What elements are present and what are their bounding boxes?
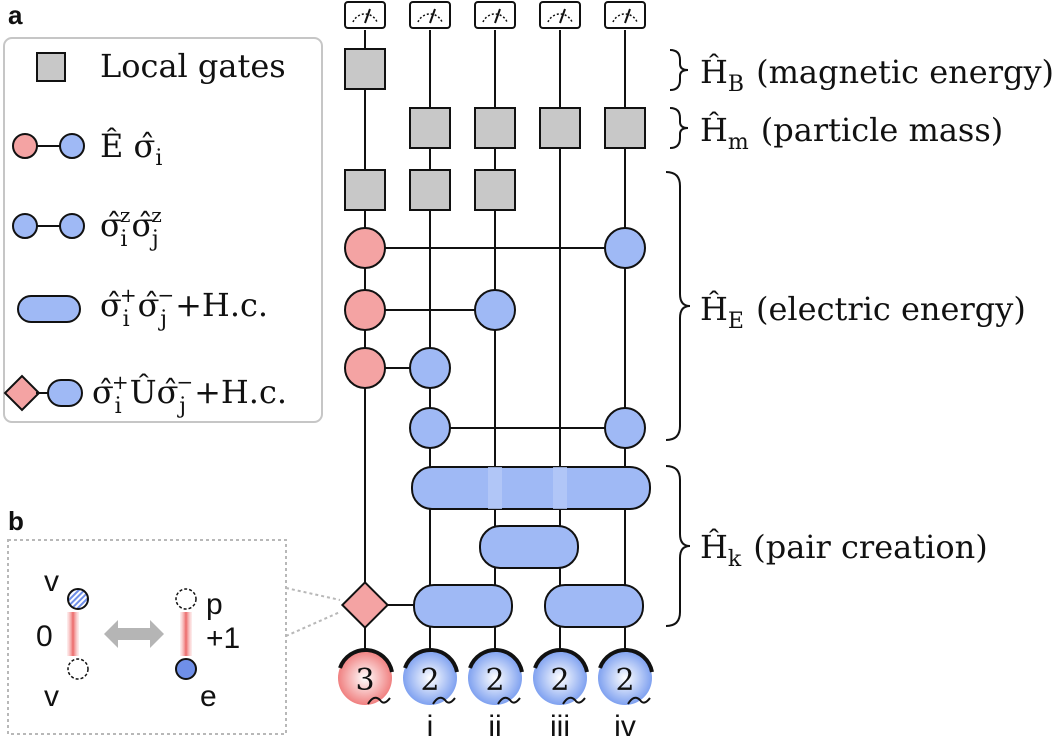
hamiltonian-e: ĤE(electric energy) [700, 290, 1026, 334]
inset-p: p [206, 588, 223, 621]
qudit-level: 2 [485, 663, 504, 698]
gate-hm-q1 [409, 107, 451, 149]
meter-icon [409, 1, 451, 29]
meter-icon [539, 1, 581, 29]
qudit-label-i: i [427, 710, 434, 740]
hamiltonian-m: Ĥm(particle mass) [700, 111, 1003, 155]
qudit-3: 2 [533, 647, 589, 705]
gate-he-q2 [474, 169, 516, 211]
gate-hm-q4 [604, 107, 646, 149]
panel-label-b: b [8, 506, 24, 536]
qudit-1: 2 [403, 647, 459, 705]
qudit-level: 3 [355, 663, 374, 698]
legend-zz-node-a-icon [12, 213, 38, 239]
node-blue [409, 407, 451, 449]
inset-v-top: v [44, 565, 59, 598]
legend-e-sigma: Ê σ̂i [100, 127, 162, 171]
meter-icon [474, 1, 516, 29]
gate-hb-q0 [344, 48, 386, 90]
node-red [344, 227, 386, 269]
gate-he-q1 [409, 169, 451, 211]
hop-pill-left [413, 584, 513, 628]
qudit-4: 2 [598, 647, 654, 705]
legend-diamond-icon [3, 374, 41, 412]
double-arrow-icon [104, 620, 164, 648]
qudit-label-iv: iv [614, 710, 636, 740]
inset-vacuum-bottom [67, 658, 89, 680]
legend-blue-node-icon [59, 133, 85, 159]
inset-e: e [200, 680, 217, 713]
diamond-u-gate [340, 580, 390, 630]
node-blue [474, 289, 516, 331]
hamiltonian-braces [665, 49, 691, 627]
qudit-2: 2 [468, 647, 524, 705]
qudit-level: 2 [550, 663, 569, 698]
hop-pill-wide [411, 466, 651, 510]
node-blue [604, 227, 646, 269]
legend-zz-node-b-icon [59, 213, 85, 239]
hop-pill-right [544, 584, 644, 628]
legend-hopu-pill-icon [47, 379, 83, 407]
inset-vacuum-top [67, 588, 89, 610]
pair-creation-gates [340, 466, 651, 630]
inset-zero: 0 [36, 620, 53, 653]
inset-b: v 0 v p +1 e [7, 539, 341, 735]
gate-hm-q2 [474, 107, 516, 149]
legend-gate-icon [36, 52, 66, 82]
hamiltonian-k: Ĥk(pair creation) [700, 528, 988, 572]
legend-local-gates: Local gates [100, 47, 286, 85]
qudit-0: 3 [338, 647, 394, 705]
legend-red-node-icon [12, 133, 38, 159]
hamiltonian-b: ĤB(magnetic energy) [700, 53, 1054, 97]
meter-icon [604, 1, 646, 29]
qudit-level: 2 [615, 663, 634, 698]
inset-positron-site [175, 588, 197, 610]
qudit-level: 2 [420, 663, 439, 698]
qudit-label-ii: ii [488, 710, 501, 740]
node-blue [604, 407, 646, 449]
inset-plus-one: +1 [206, 622, 240, 655]
inset-v-bottom: v [44, 680, 59, 713]
gate-he-q0 [344, 169, 386, 211]
panel-label-a: a [8, 0, 23, 30]
hop-pill-mid [479, 525, 579, 569]
qudits: 3 2 2 2 2 i ii iii iv [338, 647, 654, 740]
qudit-label-iii: iii [550, 710, 570, 740]
inset-electron [175, 658, 197, 680]
legend-hop-pill-icon [17, 295, 81, 323]
gate-hm-q3 [539, 107, 581, 149]
node-red [344, 347, 386, 389]
meters [344, 1, 646, 29]
node-red [344, 289, 386, 331]
meter-icon [344, 1, 386, 29]
node-blue [409, 347, 451, 389]
local-gates [344, 48, 646, 211]
electric-nodes [344, 227, 646, 449]
